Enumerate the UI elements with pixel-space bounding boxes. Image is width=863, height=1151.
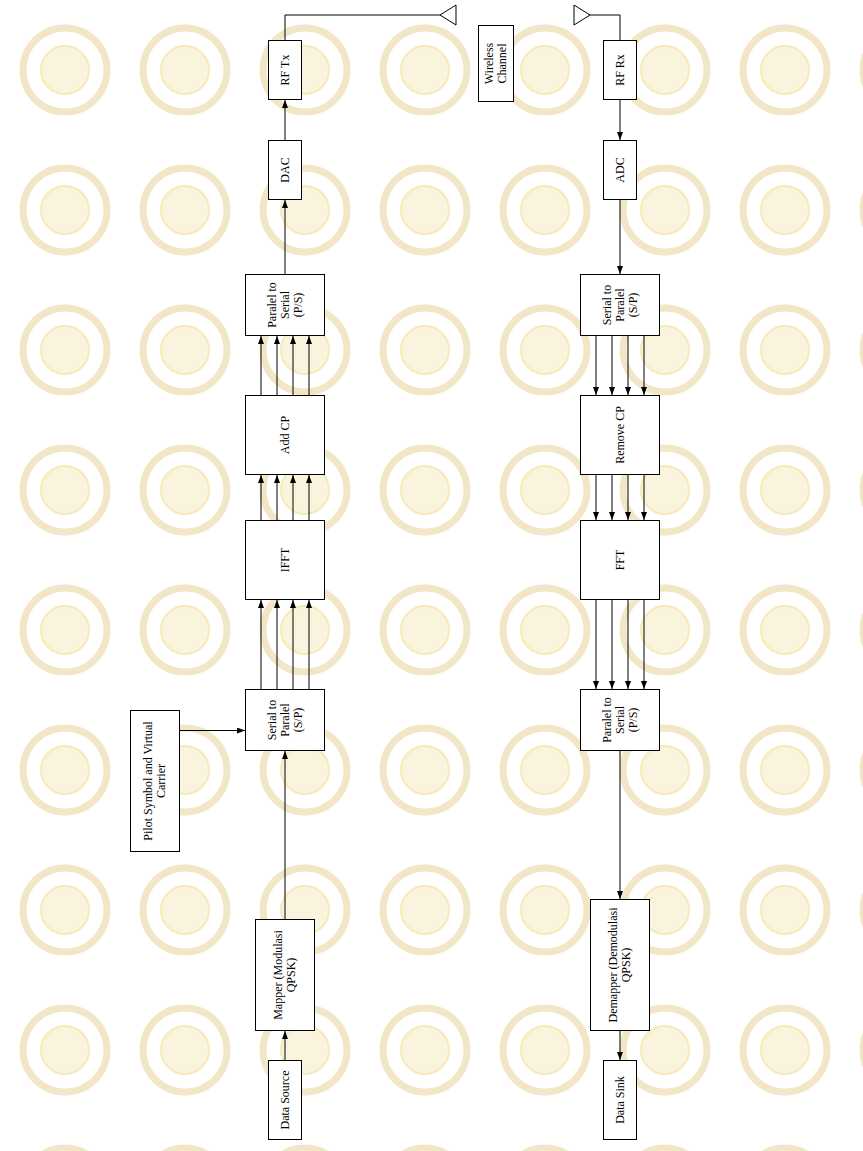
arrow-line [277, 336, 278, 395]
arrow-line [285, 100, 286, 140]
arrow-line [628, 600, 629, 689]
block-label: ADC [614, 157, 627, 182]
block-label: Data Source [279, 1071, 292, 1130]
pilot-box: Pilot Symbol and Virtual Carrier [130, 710, 180, 852]
arrow-line [620, 200, 621, 274]
arrow-line [596, 600, 597, 689]
block-label: Remove CP [614, 406, 627, 464]
block-label: Wireless Channel [483, 29, 509, 98]
addcp-box: Add CP [245, 395, 325, 475]
block-label: Mapper (Modulasi QPSK) [272, 923, 298, 1027]
block-label: FFT [614, 550, 627, 571]
ps-box: Paralel to Serial (P/S) [245, 274, 325, 336]
arrow-line [620, 751, 621, 899]
antenna-symbol [574, 5, 590, 25]
demapper-box: Demapper (Demodulasi QPSK) [590, 899, 650, 1031]
block-label: RF Tx [279, 55, 292, 86]
arrow-line [277, 600, 278, 689]
flow-arrow [596, 475, 644, 520]
flow-arrow [261, 600, 309, 689]
arrow-line [285, 200, 286, 274]
arrow-line [309, 336, 310, 395]
arrow-line [644, 475, 645, 520]
mapper-box: Mapper (Modulasi QPSK) [255, 919, 315, 1031]
block-label: Serial to Paralel (S/P) [601, 278, 640, 332]
sp-box: Serial to Paralel (S/P) [245, 689, 325, 751]
block-label: Serial to Paralel (S/P) [266, 693, 305, 747]
arrow-line [644, 600, 645, 689]
block-label: Demapper (Demodulasi QPSK) [607, 903, 633, 1027]
arrow-line [612, 600, 613, 689]
block-label: IFFT [279, 548, 292, 573]
block-label: Pilot Symbol and Virtual Carrier [142, 714, 168, 848]
rx-antenna [574, 5, 620, 40]
arrow-line [644, 336, 645, 395]
flow-arrow [285, 1031, 286, 1060]
arrow-line [596, 475, 597, 520]
sp-box: Serial to Paralel (S/P) [580, 274, 660, 336]
block-label: RF Rx [614, 54, 627, 86]
arrow-line [628, 475, 629, 520]
flow-arrow [285, 200, 286, 274]
removecp-box: Remove CP [580, 395, 660, 475]
block-label: Add CP [279, 416, 292, 454]
flow-arrow [620, 1031, 621, 1060]
arrow-line [596, 336, 597, 395]
tx-antenna [285, 5, 456, 40]
block-label: Data Sink [614, 1076, 627, 1124]
arrow-line [309, 475, 310, 520]
arrow-line [309, 600, 310, 689]
arrow-line [293, 475, 294, 520]
channel-box: Wireless Channel [478, 25, 514, 102]
antenna-symbol [440, 5, 456, 25]
block-label: DAC [279, 157, 292, 182]
antenna-feed [590, 15, 620, 40]
flow-arrow [596, 336, 644, 395]
block-label: Paralel to Serial (P/S) [601, 693, 640, 747]
arrow-line [620, 1031, 621, 1060]
flow-arrow [261, 336, 309, 395]
arrow-line [620, 100, 621, 140]
ifft-box: IFFT [245, 520, 325, 600]
arrow-line [180, 730, 245, 731]
arrow-line [612, 336, 613, 395]
flow-arrow [596, 600, 644, 689]
antenna-feed [285, 15, 440, 40]
source-box: Data Source [268, 1060, 302, 1140]
flow-arrow [285, 751, 286, 919]
fft-box: FFT [580, 520, 660, 600]
arrow-line [261, 475, 262, 520]
arrow-line [612, 475, 613, 520]
arrow-line [285, 1031, 286, 1060]
arrow-line [293, 600, 294, 689]
adc-box: ADC [603, 140, 637, 200]
block-label: Paralel to Serial (P/S) [266, 278, 305, 332]
flow-arrow [285, 100, 286, 140]
flow-arrow [620, 200, 621, 274]
arrow-line [293, 336, 294, 395]
flow-arrow [620, 100, 621, 140]
flow-arrow [180, 730, 245, 731]
rf-tx-box: RF Tx [268, 40, 302, 100]
flow-arrow [620, 751, 621, 899]
arrow-line [261, 600, 262, 689]
arrow-line [285, 751, 286, 919]
arrow-line [277, 475, 278, 520]
arrow-line [628, 336, 629, 395]
rf-rx-box: RF Rx [603, 40, 637, 100]
flow-arrow [261, 475, 309, 520]
sink-box: Data Sink [603, 1060, 637, 1140]
ps-box: Paralel to Serial (P/S) [580, 689, 660, 751]
dac-box: DAC [268, 140, 302, 200]
arrow-line [261, 336, 262, 395]
